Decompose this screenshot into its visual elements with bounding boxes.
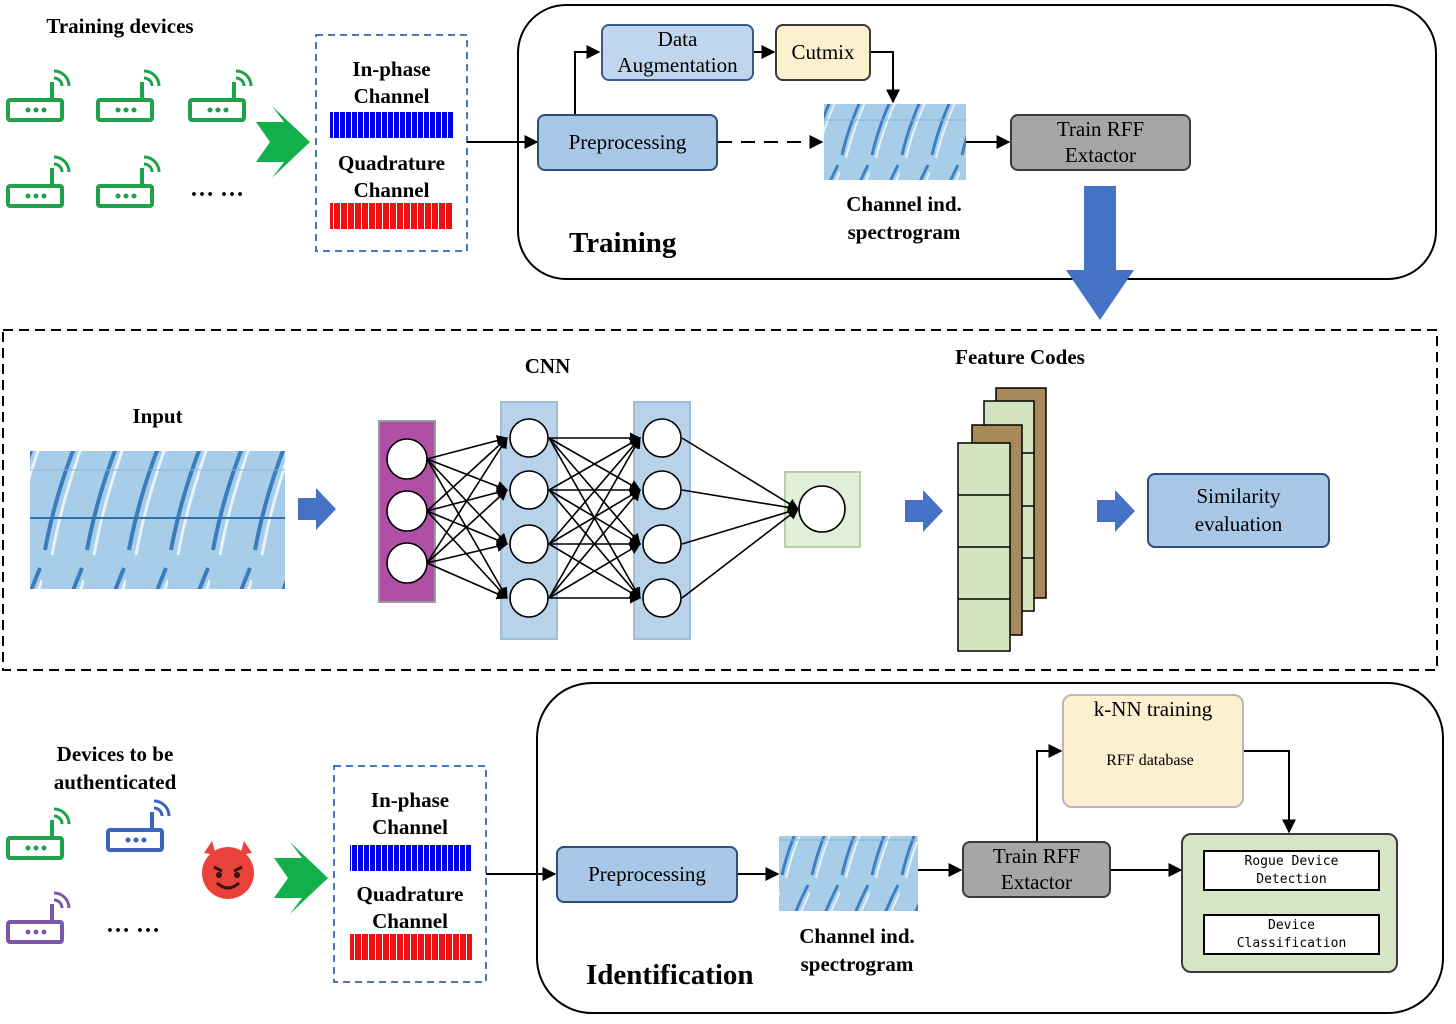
quadrature-label: Quadrature Channel [338,151,445,203]
router-icon [6,155,71,208]
network-connections [426,432,800,604]
ellipsis: … … [190,176,244,202]
training-devices-title: Training devices [46,14,194,38]
cnn-label: CNN [524,354,571,378]
cnn-frame [2,329,1438,671]
inphase-label: In-phase Channel [352,57,431,109]
quadrature-waveform [350,934,472,960]
rff-database-label: RFF database [1106,752,1194,769]
devices-to-authenticate-title: Devices to be authenticated [53,742,177,795]
spectrogram-image [824,104,966,180]
neurons [386,418,846,618]
router-icon [6,807,71,860]
train-rff-extractor-box: Train RFF Extactor [1010,114,1191,171]
inphase-waveform [330,112,453,138]
spectrogram-caption: Channel ind. spectrogram [799,924,915,977]
router-icon [106,799,171,852]
identification-frame [536,682,1444,1014]
spectrogram-caption: Channel ind. spectrogram [846,192,962,245]
router-icon [188,69,253,122]
feature-codes-stack [957,387,1047,652]
feature-codes-label: Feature Codes [955,345,1085,369]
identification-section-title: Identification [586,959,754,991]
train-rff-extractor-box: Train RFF Extactor [962,841,1111,898]
blue-arrow-icon [1097,490,1135,532]
quadrature-label: Quadrature Channel [356,882,464,934]
ellipsis: … … [106,912,160,938]
router-icon [96,69,161,122]
iq-box-identification [333,765,487,983]
device-classification-box: Device Classification [1203,914,1380,955]
inphase-waveform [350,845,472,871]
input-spectrogram [30,451,285,589]
blue-arrow-icon [298,488,336,530]
router-icon [6,891,71,944]
cutmix-box: Cutmix [775,24,871,81]
router-icon [6,69,71,122]
data-augmentation-box: Data Augmentation [601,24,754,81]
spectrogram-image [779,836,918,911]
input-label: Input [132,404,183,428]
router-icon [96,155,161,208]
preprocessing-box: Preprocessing [537,114,718,171]
similarity-evaluation-box: Similarity evaluation [1147,473,1330,548]
inphase-label: In-phase Channel [370,788,450,840]
devil-face-icon [202,841,254,899]
blue-arrow-icon [905,490,943,532]
knn-training-box [1062,694,1244,808]
down-arrow-icon [1066,186,1134,320]
rogue-device-detection-box: Rogue Device Detection [1203,850,1380,891]
quadrature-waveform [330,203,453,229]
knn-training-title: k-NN training [1093,697,1213,721]
green-arrow-icon [256,106,310,178]
preprocessing-box: Preprocessing [556,846,738,903]
green-arrow-icon [274,842,328,914]
training-section-title: Training [569,227,677,259]
